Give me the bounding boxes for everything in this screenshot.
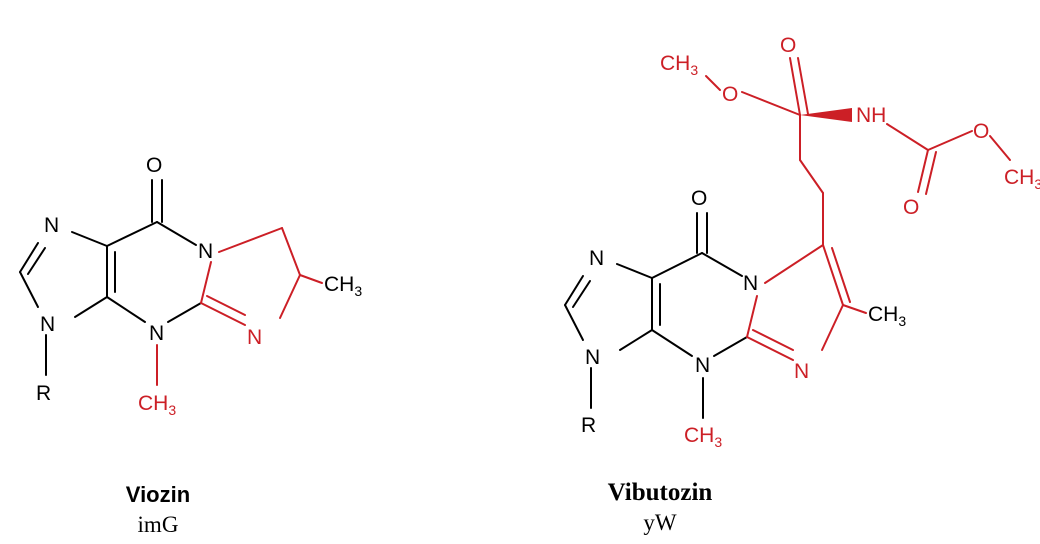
atom-n-r: N <box>585 346 600 369</box>
bond <box>925 151 937 195</box>
atom-n-r: N <box>40 313 55 336</box>
group-ch3-side: CH3 <box>868 303 906 329</box>
atom-n-red: N <box>794 360 809 383</box>
bond <box>19 242 39 273</box>
atom-n-imidazole: N <box>589 247 604 270</box>
bond <box>619 329 653 351</box>
bond <box>167 302 202 323</box>
bond <box>572 280 591 308</box>
bond <box>746 295 758 338</box>
bond <box>71 231 108 247</box>
atom-n-methyl: N <box>149 322 164 345</box>
bond <box>200 261 212 304</box>
bond <box>842 304 867 314</box>
atom-o: O <box>146 154 162 177</box>
atom-o-ester: O <box>722 83 738 106</box>
bond <box>746 336 794 361</box>
bond <box>651 252 703 279</box>
viozin-abbr: imG <box>138 512 179 537</box>
atom-r: R <box>581 414 596 437</box>
atom-o: O <box>691 187 707 210</box>
group-ch3-carbamate: CH3 <box>1004 166 1040 192</box>
vibutozin-abbr: yW <box>643 510 677 535</box>
bond <box>821 304 844 351</box>
bond <box>713 336 748 357</box>
bond <box>989 135 1011 161</box>
bond <box>741 91 801 116</box>
atom-o-carbamate: O <box>973 120 989 143</box>
bond <box>616 263 653 279</box>
bond <box>279 274 301 319</box>
atom-o-carbamate-double: O <box>903 196 919 219</box>
vibutozin-structure: O N N N N N R CH3 CH3 O O CH3 NH O O CH3 <box>564 34 1040 450</box>
atom-n-imidazole: N <box>44 214 59 237</box>
viozin-name: Viozin <box>126 482 190 507</box>
bond <box>764 244 824 284</box>
bond <box>651 329 693 357</box>
bond <box>917 149 929 193</box>
atom-n-ring: N <box>743 272 758 295</box>
group-ch3-side: CH3 <box>324 273 362 299</box>
bond <box>822 244 844 306</box>
bond <box>701 252 743 277</box>
bond <box>705 75 721 91</box>
wedge-bond <box>800 108 852 122</box>
bond <box>789 57 801 116</box>
bond <box>299 274 323 284</box>
atom-r: R <box>36 382 51 405</box>
group-ch3-ester: CH3 <box>660 52 698 78</box>
bond <box>927 130 973 151</box>
vibutozin-name: Vibutozin <box>608 479 713 506</box>
atom-o-ester-double: O <box>780 34 796 57</box>
bond <box>218 227 283 253</box>
group-ch3-bottom: CH3 <box>138 392 176 418</box>
bond <box>106 221 158 247</box>
bond <box>74 296 108 318</box>
bond <box>281 227 301 276</box>
atom-n-red: N <box>247 326 262 349</box>
bond <box>564 275 584 306</box>
bond <box>886 123 929 151</box>
atom-n-ring: N <box>198 240 213 263</box>
bond <box>27 247 46 275</box>
bond <box>156 221 197 246</box>
bond <box>831 247 851 303</box>
bond <box>797 57 809 115</box>
bond <box>106 296 146 323</box>
bond <box>200 302 246 326</box>
atom-n-methyl: N <box>695 354 710 377</box>
bond <box>206 295 246 316</box>
group-ch3-bottom: CH3 <box>684 424 722 450</box>
viozin-structure: O N N N N N R CH3 CH3 <box>19 154 362 418</box>
atom-nh: NH <box>856 104 886 127</box>
bond <box>799 159 824 194</box>
bond <box>564 304 584 341</box>
bond <box>19 271 39 308</box>
bond <box>752 329 794 351</box>
